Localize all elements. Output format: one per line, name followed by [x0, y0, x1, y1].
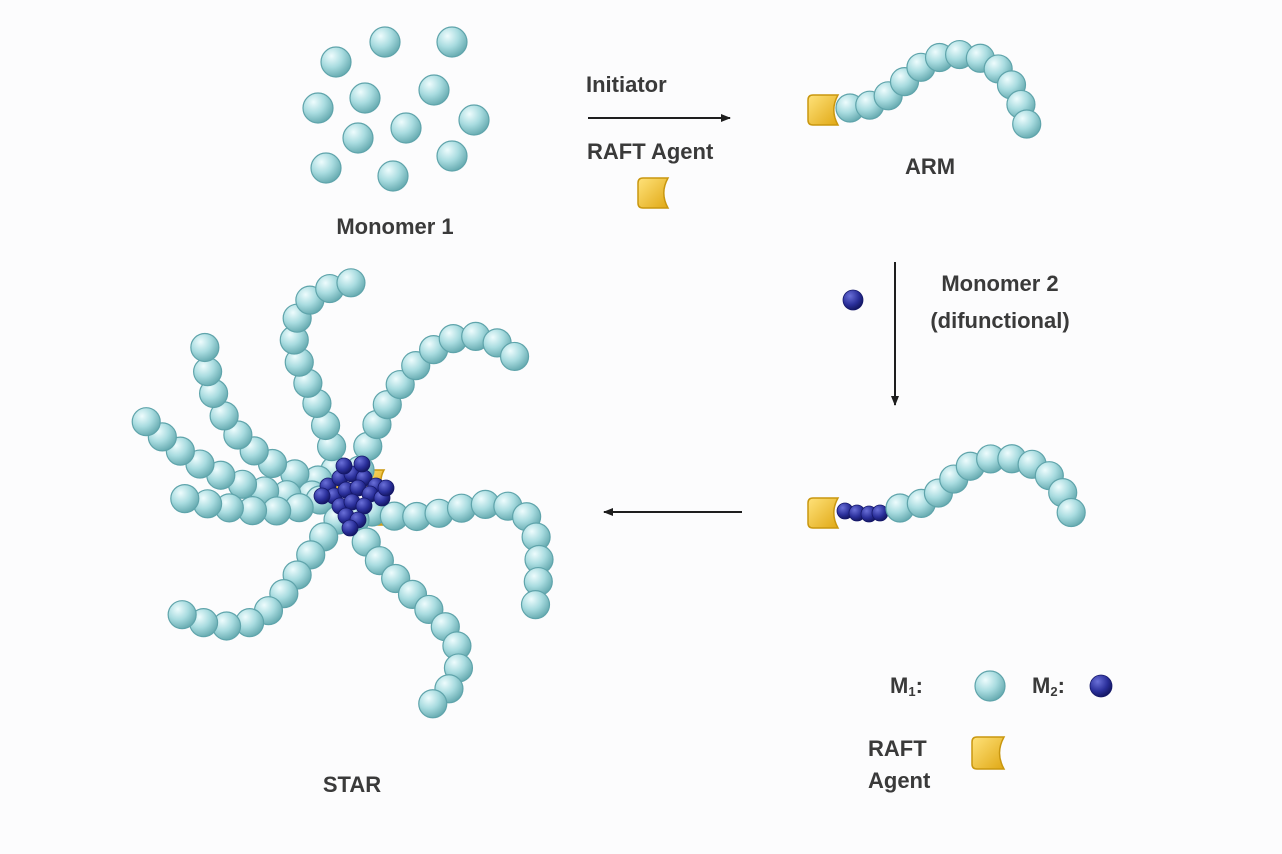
monomer1-bead	[296, 540, 326, 570]
legend-raft-label-line1: RAFT	[868, 736, 927, 761]
monomer1-bead	[170, 484, 200, 514]
monomer2-bead	[377, 479, 395, 497]
legend-m2-suffix: :	[1057, 673, 1065, 698]
monomer1-bead	[190, 332, 220, 363]
raft-agent-label: RAFT Agent	[587, 139, 714, 164]
legend-m1-suffix: :	[915, 673, 923, 698]
monomer1-bead	[385, 369, 415, 400]
legend-m2-main: M	[1032, 673, 1051, 698]
raft-agent-icon	[971, 736, 1006, 770]
monomer2-bead-icon	[842, 289, 864, 311]
monomer2-label-line2: (difunctional)	[930, 308, 1070, 333]
monomer1-bead	[377, 160, 409, 192]
arm-chain	[807, 39, 1042, 139]
monomer2-bead	[842, 289, 864, 311]
monomer1-cluster	[302, 26, 490, 192]
monomer1-bead	[1012, 109, 1042, 139]
monomer1-bead	[974, 670, 1006, 702]
arm-label: ARM	[904, 154, 956, 179]
monomer1-bead	[193, 357, 223, 387]
raft-agent-shape	[637, 177, 670, 209]
legend-raft-label-line2: Agent	[868, 768, 931, 793]
monomer2-bead	[353, 455, 371, 473]
legend-m1-label: M1:	[890, 673, 923, 699]
monomer2-bead-icon	[1089, 674, 1113, 698]
monomer1-bead	[1056, 497, 1086, 528]
monomer1-bead	[369, 26, 401, 58]
legend-m1-main: M	[890, 673, 909, 698]
monomer1-bead	[390, 112, 422, 144]
initiator-label: Initiator	[586, 72, 667, 97]
monomer2-bead	[313, 487, 331, 505]
monomer2-bead	[355, 497, 373, 515]
legend-m2-sub: 2	[1050, 684, 1058, 699]
monomer1-bead	[310, 152, 342, 184]
arm-with-monomer2-chain	[807, 444, 1086, 529]
monomer1-bead	[436, 26, 468, 58]
monomer1-bead	[336, 268, 366, 298]
monomer2-bead	[1089, 674, 1113, 698]
raft-agent-shape	[807, 94, 840, 126]
star-label: STAR	[322, 772, 382, 797]
monomer1-bead	[167, 600, 197, 630]
raft-agent-icon	[637, 177, 670, 209]
legend-m1-sub: 1	[908, 684, 916, 699]
monomer1-bead	[342, 122, 374, 154]
monomer2-label-line1: Monomer 2	[941, 271, 1059, 296]
legend-m2-label: M2:	[1032, 673, 1065, 699]
monomer1-bead	[499, 341, 530, 372]
monomer1-bead	[131, 407, 161, 437]
monomer1-bead-icon	[974, 670, 1006, 702]
monomer1-bead	[418, 74, 450, 106]
raft-agent-shape	[971, 736, 1006, 770]
monomer1-bead	[418, 689, 448, 719]
monomer2-bead	[335, 457, 353, 475]
monomer1-label: Monomer 1	[336, 214, 454, 239]
monomer1-bead	[349, 82, 381, 114]
monomer1-bead	[320, 46, 352, 78]
monomer2-bead	[341, 519, 359, 537]
raft-agent-shape	[807, 497, 840, 529]
monomer1-bead	[458, 104, 490, 136]
monomer1-bead	[302, 92, 334, 124]
monomer1-bead	[436, 140, 468, 172]
monomer1-bead	[520, 590, 551, 620]
star-polymer	[131, 268, 554, 719]
